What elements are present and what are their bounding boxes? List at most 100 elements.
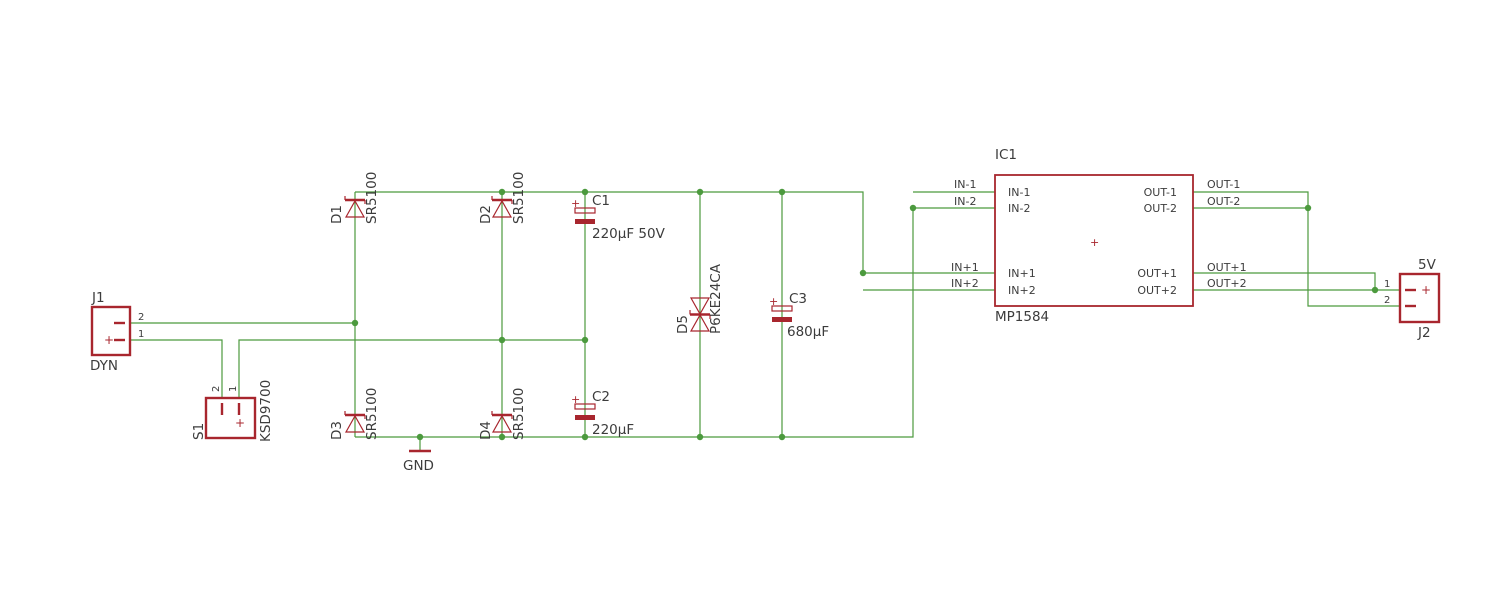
- j2-value: 5V: [1418, 257, 1437, 273]
- d1-designator: D1: [329, 205, 345, 224]
- c1-plus-mark: +: [571, 197, 580, 210]
- junction-dot: [696, 433, 704, 441]
- capacitor-c2[interactable]: + C2 220µF: [571, 389, 634, 438]
- wire-top-rail: [355, 191, 995, 274]
- junction-dot: [778, 188, 786, 196]
- junction-dot: [696, 188, 704, 196]
- c3-plus-mark: +: [769, 295, 778, 308]
- j1-body: [90, 305, 132, 357]
- j1-value: DYN: [90, 358, 118, 374]
- net-label-outp-2: OUT+2: [1207, 277, 1247, 290]
- capacitor-c1[interactable]: + C1 220µF 50V: [571, 193, 666, 242]
- diode-d1[interactable]: D1 SR5100: [329, 172, 380, 224]
- c3-designator: C3: [789, 291, 807, 307]
- d2-value: SR5100: [511, 172, 527, 224]
- ic1-pin-in-1: IN-1: [1008, 186, 1030, 199]
- ic1-value: MP1584: [995, 309, 1049, 325]
- ic1-pin-outp-1: OUT+1: [1137, 267, 1177, 280]
- wire-s1-pin1: [238, 339, 585, 398]
- ic1-pin-out-1: OUT-1: [1144, 186, 1177, 199]
- tvs-diode-d5[interactable]: D5 P6KE24CA: [675, 263, 724, 334]
- junction-dot: [498, 336, 506, 344]
- ic1-body: [994, 174, 1194, 307]
- ic-ic1[interactable]: IC1 MP1584 + IN-1 IN-2 IN+1 IN+2 OUT-1 O…: [994, 147, 1194, 325]
- junction-dot: [581, 188, 589, 196]
- j2-body: [1398, 272, 1441, 324]
- c1-plate-top: [574, 207, 596, 214]
- c1-value: 220µF 50V: [592, 226, 666, 242]
- j2-plus-mark: +: [1421, 283, 1431, 297]
- d4-triangle: [491, 414, 513, 433]
- c2-value: 220µF: [592, 422, 634, 438]
- junction-dot: [351, 319, 359, 327]
- d1-value: SR5100: [364, 172, 380, 224]
- net-labels: IN-1 IN-2 IN+1 IN+2 OUT-1 OUT-2 OUT+1 OU…: [951, 178, 1247, 290]
- junction-dot: [498, 188, 506, 196]
- connector-j2[interactable]: + 1 2 5V J2: [1384, 257, 1441, 341]
- net-label-in-2: IN-2: [954, 195, 976, 208]
- diode-d3[interactable]: D3 SR5100: [329, 388, 380, 440]
- d5-value: P6KE24CA: [708, 263, 724, 334]
- wire-j1-pin1: [130, 339, 223, 398]
- net-label-out-1: OUT-1: [1207, 178, 1240, 191]
- ic1-pin-inp-1: IN+1: [1008, 267, 1036, 280]
- d1-triangle: [344, 199, 366, 218]
- s1-body: [204, 396, 257, 440]
- j2-designator: J2: [1417, 325, 1431, 341]
- j1-pin1-number: 1: [138, 329, 144, 340]
- ground-symbol[interactable]: GND: [403, 449, 434, 474]
- junction-dot: [909, 204, 917, 212]
- j1-pin2-number: 2: [138, 312, 144, 323]
- net-label-out-2: OUT-2: [1207, 195, 1240, 208]
- d3-triangle: [344, 414, 366, 433]
- c2-designator: C2: [592, 389, 610, 405]
- junction-dot: [1304, 204, 1312, 212]
- wire-out-plus: [1193, 272, 1400, 291]
- ic1-pin-outp-2: OUT+2: [1137, 284, 1177, 297]
- ic1-designator: IC1: [995, 147, 1017, 163]
- c2-plus-mark: +: [571, 393, 580, 406]
- net-label-inp-2: IN+2: [951, 277, 979, 290]
- junction-dot: [581, 433, 589, 441]
- j2-pin2-number: 2: [1384, 295, 1390, 306]
- junction-dot: [498, 433, 506, 441]
- wire-bottom-rail: [355, 207, 995, 438]
- junctions: [351, 188, 1379, 441]
- d2-triangle: [491, 199, 513, 218]
- d4-value: SR5100: [511, 388, 527, 440]
- junction-dot: [416, 433, 424, 441]
- net-label-outp-1: OUT+1: [1207, 261, 1247, 274]
- c2-plate-top: [574, 403, 596, 410]
- d4-designator: D4: [478, 421, 494, 440]
- ic1-pin-out-2: OUT-2: [1144, 202, 1177, 215]
- c1-designator: C1: [592, 193, 610, 209]
- c3-plate-top: [771, 305, 793, 312]
- junction-dot: [859, 269, 867, 277]
- capacitor-c3[interactable]: + C3 680µF: [769, 291, 829, 340]
- s1-pin1-number: 1: [228, 386, 239, 392]
- diode-d4[interactable]: D4 SR5100: [478, 388, 527, 440]
- c1-plate-bottom: [575, 219, 595, 224]
- net-label-in-1: IN-1: [954, 178, 976, 191]
- s1-designator: S1: [191, 423, 207, 440]
- j1-plus-mark: +: [104, 333, 114, 347]
- diode-d2[interactable]: D2 SR5100: [478, 172, 527, 224]
- ic1-pin-inp-2: IN+2: [1008, 284, 1036, 297]
- s1-value: KSD9700: [258, 380, 274, 442]
- gnd-label: GND: [403, 458, 434, 474]
- d5-triangle-top: [689, 297, 711, 316]
- s1-pin2-number: 2: [211, 386, 222, 392]
- switch-s1[interactable]: + 2 1 S1 KSD9700: [191, 380, 274, 442]
- wires: [130, 191, 1400, 451]
- j2-pin1-number: 1: [1384, 279, 1390, 290]
- j1-designator: J1: [91, 290, 105, 306]
- c3-value: 680µF: [787, 324, 829, 340]
- c3-plate-bottom: [772, 317, 792, 322]
- connector-j1[interactable]: + J1 DYN 2 1: [90, 290, 144, 374]
- d3-value: SR5100: [364, 388, 380, 440]
- junction-dot: [778, 433, 786, 441]
- d5-designator: D5: [675, 315, 691, 334]
- wire-out-minus: [1193, 191, 1400, 307]
- d3-designator: D3: [329, 421, 345, 440]
